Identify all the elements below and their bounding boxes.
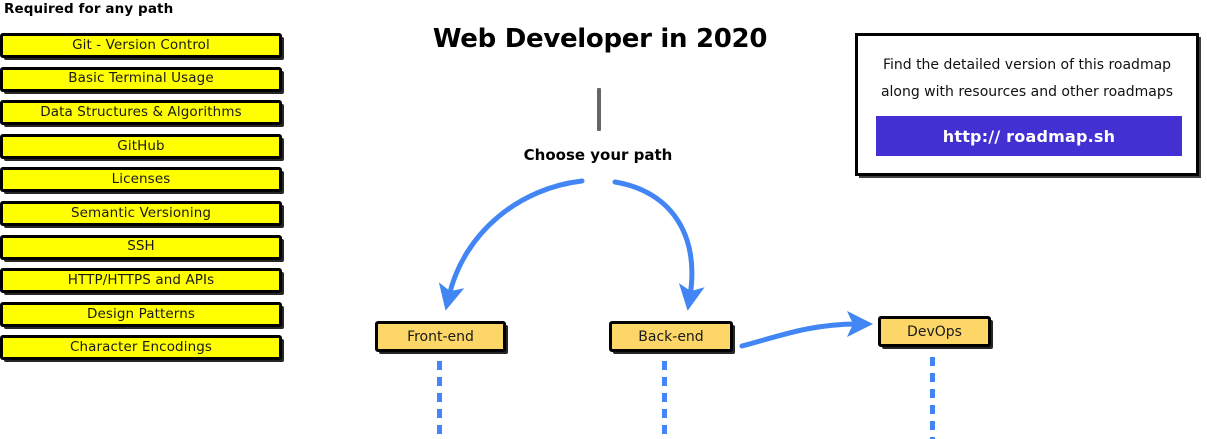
path-node-backend[interactable]: Back-end (609, 321, 733, 352)
roadmap-url-button[interactable]: http:// roadmap.sh (876, 116, 1182, 156)
roadmap-info-panel: Find the detailed version of this roadma… (855, 33, 1199, 176)
required-item-http-apis[interactable]: HTTP/HTTPS and APIs (0, 268, 282, 294)
required-item-label: Data Structures & Algorithms (40, 103, 242, 120)
required-item-github[interactable]: GitHub (0, 133, 282, 159)
title-block: Web Developer in 2020 (380, 24, 820, 54)
required-item-label: Licenses (111, 171, 171, 188)
dotted-connector-devops (930, 357, 935, 439)
required-item-ssh[interactable]: SSH (0, 234, 282, 260)
required-item-label: Character Encodings (69, 339, 213, 356)
arrow-to-backend (612, 179, 705, 311)
roadmap-panel-line-2: along with resources and other roadmaps (880, 84, 1174, 100)
required-item-label: HTTP/HTTPS and APIs (67, 271, 215, 288)
title-connector-line (597, 88, 601, 131)
required-item-label: SSH (127, 238, 155, 255)
arrow-to-frontend (438, 178, 585, 311)
required-items-list: Git - Version Control Basic Terminal Usa… (0, 33, 292, 369)
roadmap-url-button-label: http:// roadmap.sh (942, 126, 1116, 146)
dotted-connector-backend (662, 361, 667, 439)
required-item-git[interactable]: Git - Version Control (0, 33, 282, 58)
required-item-data-structures[interactable]: Data Structures & Algorithms (0, 100, 282, 126)
dotted-connector-frontend (437, 361, 442, 439)
path-node-frontend[interactable]: Front-end (375, 321, 506, 352)
path-node-label: Back-end (638, 328, 704, 345)
required-item-design-patterns[interactable]: Design Patterns (0, 301, 282, 327)
required-item-character-encodings[interactable]: Character Encodings (0, 335, 282, 361)
required-item-semantic-versioning[interactable]: Semantic Versioning (0, 200, 282, 226)
required-item-label: Design Patterns (86, 305, 195, 322)
roadmap-panel-line-1: Find the detailed version of this roadma… (882, 57, 1172, 73)
arrow-backend-to-devops (739, 311, 873, 349)
required-item-label: Git - Version Control (72, 36, 210, 53)
required-item-label: GitHub (117, 137, 165, 154)
required-item-licenses[interactable]: Licenses (0, 167, 282, 193)
required-section-heading: Required for any path (4, 1, 174, 17)
required-item-label: Basic Terminal Usage (68, 70, 214, 87)
required-item-label: Semantic Versioning (70, 204, 212, 221)
required-item-terminal[interactable]: Basic Terminal Usage (0, 66, 282, 92)
path-node-label: Front-end (407, 328, 474, 345)
choose-your-path-label: Choose your path (523, 146, 673, 164)
path-node-label: DevOps (907, 323, 962, 340)
required-for-any-path-section: Required for any path Git - Version Cont… (0, 0, 300, 436)
path-node-devops[interactable]: DevOps (878, 316, 991, 347)
page-title: Web Developer in 2020 (432, 24, 768, 54)
